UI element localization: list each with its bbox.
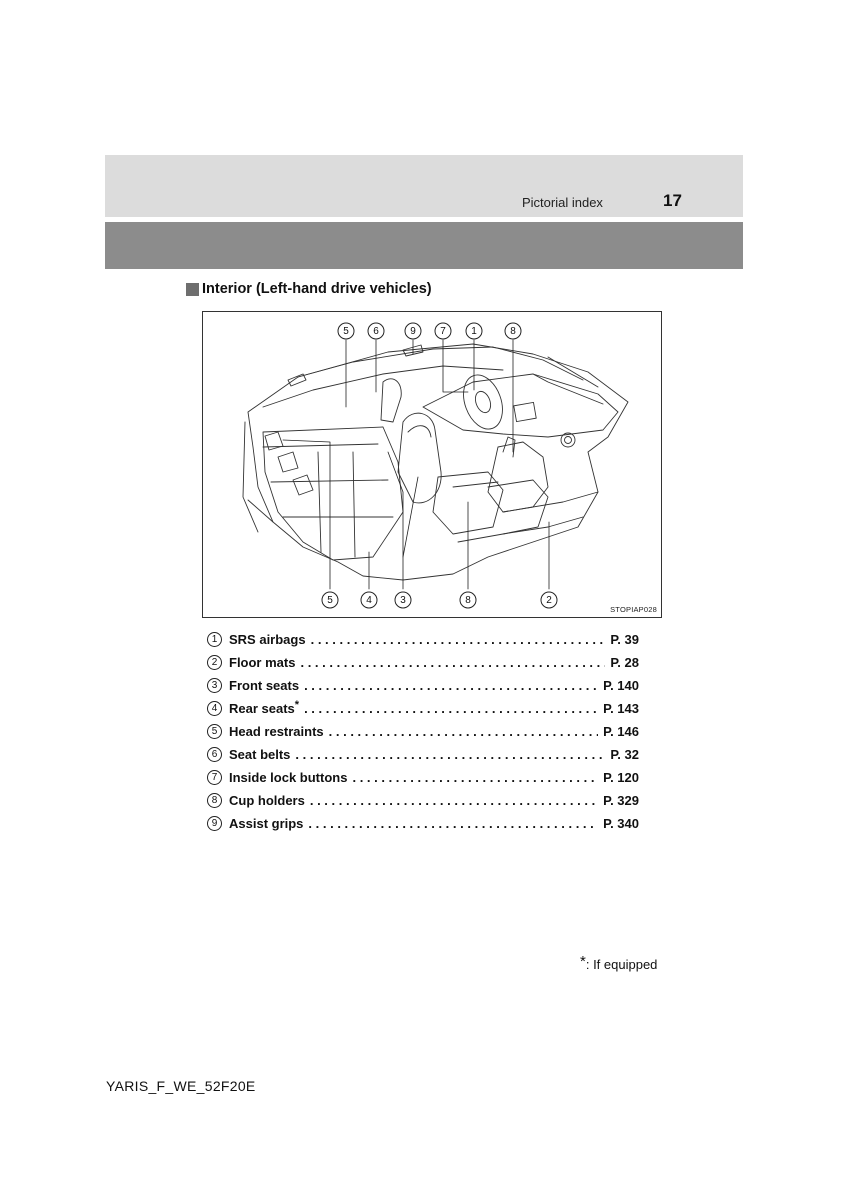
dot-leader — [300, 655, 605, 670]
svg-text:6: 6 — [373, 326, 379, 337]
page-reference-link[interactable]: P. 143 — [603, 701, 639, 716]
svg-text:8: 8 — [465, 595, 471, 606]
car-interior-drawing: 5 6 9 7 1 8 5 4 3 8 2 — [242, 322, 629, 609]
svg-text:8: 8 — [510, 326, 516, 337]
legend-label: Head restraints — [229, 724, 324, 739]
dot-leader — [310, 793, 598, 808]
callout-number: 5 — [207, 724, 222, 739]
callout-number: 7 — [207, 770, 222, 785]
callout-number: 4 — [207, 701, 222, 716]
document-code: YARIS_F_WE_52F20E — [106, 1078, 256, 1094]
square-bullet-icon — [186, 282, 199, 296]
dot-leader — [311, 632, 606, 647]
svg-text:9: 9 — [410, 326, 416, 337]
footnote-asterisk: * — [580, 953, 586, 970]
page-reference-link[interactable]: P. 32 — [610, 747, 639, 762]
callout-number: 3 — [207, 678, 222, 693]
svg-text:1: 1 — [471, 326, 477, 337]
page-reference-link[interactable]: P. 140 — [603, 678, 639, 693]
callout-legend: 1 SRS airbags P. 39 2 Floor mats P. 28 3 Front … — [207, 628, 639, 835]
legend-row: 6 Seat belts P. 32 — [207, 743, 639, 766]
svg-text:5: 5 — [343, 326, 349, 337]
legend-row: 8 Cup holders P. 329 — [207, 789, 639, 812]
bottom-callout-2: 2 — [540, 591, 558, 609]
top-callout-5: 5 — [337, 322, 355, 340]
legend-label: Assist grips — [229, 816, 304, 831]
header-band — [105, 155, 743, 217]
svg-text:7: 7 — [440, 326, 446, 337]
legend-row: 5 Head restraints P. 146 — [207, 720, 639, 743]
bottom-callout-5: 5 — [321, 591, 339, 609]
legend-label: Seat belts — [229, 747, 291, 762]
page-reference-link[interactable]: P. 28 — [610, 655, 639, 670]
dot-leader — [308, 816, 598, 831]
page-reference-link[interactable]: P. 120 — [603, 770, 639, 785]
page-reference-link[interactable]: P. 329 — [603, 793, 639, 808]
legend-label: SRS airbags — [229, 632, 306, 647]
callout-number: 1 — [207, 632, 222, 647]
section-title-text: Interior (Left-hand drive vehicles) — [202, 281, 432, 297]
callout-number: 8 — [207, 793, 222, 808]
legend-label: Inside lock buttons — [229, 770, 348, 785]
legend-label: Cup holders — [229, 793, 305, 808]
top-callout-7: 7 — [434, 322, 452, 340]
top-callout-1: 1 — [465, 322, 483, 340]
asterisk-marker: * — [294, 699, 300, 711]
callout-number: 9 — [207, 816, 222, 831]
svg-text:4: 4 — [366, 595, 372, 606]
callout-number: 2 — [207, 655, 222, 670]
legend-row: 1 SRS airbags P. 39 — [207, 628, 639, 651]
legend-row: 4 Rear seats* P. 143 — [207, 697, 639, 720]
figure-code: STOPIAP028 — [610, 605, 657, 614]
top-callout-6: 6 — [367, 322, 385, 340]
dot-leader — [304, 701, 598, 716]
top-callout-9: 9 — [404, 322, 422, 340]
bottom-callout-8: 8 — [459, 591, 477, 609]
footnote-text: : If equipped — [585, 957, 658, 972]
interior-illustration: 5 6 9 7 1 8 5 4 3 8 2 STOPIAP028 — [202, 311, 662, 618]
dot-leader — [304, 678, 598, 693]
dot-leader — [295, 747, 605, 762]
page-reference-link[interactable]: P. 146 — [603, 724, 639, 739]
legend-label: Floor mats — [229, 655, 296, 670]
page-reference-link[interactable]: P. 39 — [610, 632, 639, 647]
legend-label: Rear seats* — [229, 699, 300, 716]
section-title: Interior (Left-hand drive vehicles) — [186, 281, 432, 297]
legend-row: 9 Assist grips P. 340 — [207, 812, 639, 835]
page-reference-link[interactable]: P. 340 — [603, 816, 639, 831]
svg-text:5: 5 — [327, 595, 333, 606]
bottom-callout-3: 3 — [394, 591, 412, 609]
bottom-callout-4: 4 — [360, 591, 378, 609]
legend-row: 3 Front seats P. 140 — [207, 674, 639, 697]
legend-label: Front seats — [229, 678, 300, 693]
svg-text:3: 3 — [400, 595, 406, 606]
svg-text:2: 2 — [546, 595, 552, 606]
top-callout-8: 8 — [504, 322, 522, 340]
dot-leader — [352, 770, 598, 785]
callout-number: 6 — [207, 747, 222, 762]
dot-leader — [329, 724, 598, 739]
footnote: *: If equipped — [580, 953, 658, 974]
page-number: 17 — [663, 191, 682, 210]
header-bar — [105, 222, 743, 269]
legend-row: 7 Inside lock buttons P. 120 — [207, 766, 639, 789]
section-name: Pictorial index — [522, 195, 603, 210]
legend-row: 2 Floor mats P. 28 — [207, 651, 639, 674]
